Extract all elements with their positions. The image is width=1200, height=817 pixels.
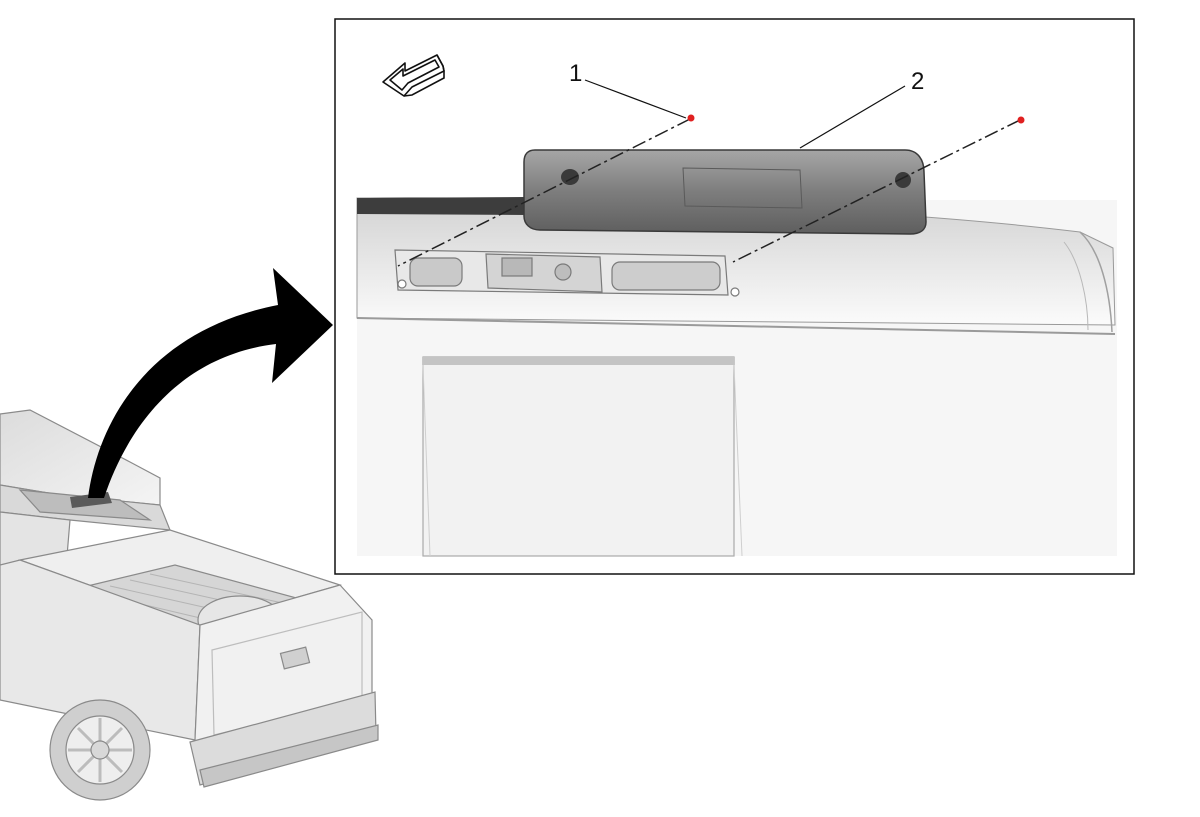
callout-1-leader — [584, 79, 687, 119]
screw-axis-lines — [397, 118, 1021, 267]
curved-arrow-icon — [88, 268, 333, 498]
callout-2: 2 — [911, 68, 924, 95]
high-mount-stop-lamp — [523, 149, 927, 235]
screw-1 — [687, 114, 695, 122]
callout-2-leader — [799, 85, 906, 149]
screw-2 — [1017, 116, 1025, 124]
screw-hole-left — [561, 169, 579, 185]
lamp-mounting-recess — [394, 249, 740, 297]
detail-view: 1 2 — [334, 18, 1135, 575]
callout-1: 1 — [569, 60, 582, 87]
pickup-truck — [0, 409, 379, 801]
